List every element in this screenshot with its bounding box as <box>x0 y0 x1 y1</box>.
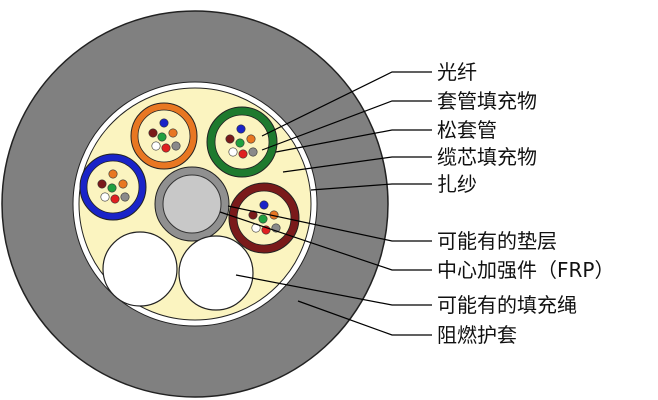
central-strength-member <box>162 174 222 234</box>
leader-central-member <box>219 211 432 271</box>
leader-flame-retardant-sheath <box>297 300 432 336</box>
label-possible-filler-rope: 可能有的填充绳 <box>437 293 577 317</box>
label-core-filling: 缆芯填充物 <box>437 145 537 169</box>
label-loose-tube: 松套管 <box>437 118 497 142</box>
leader-binder-yarn <box>310 183 432 191</box>
leader-tube-filling <box>261 100 432 151</box>
fibers-blue-tube <box>97 169 130 204</box>
label-central-member: 中心加强件（FRP） <box>437 258 614 282</box>
leader-loose-tube <box>275 129 432 153</box>
filler-rope-left <box>102 231 178 307</box>
leader-core-filling <box>282 156 432 173</box>
leader-possible-filler-rope <box>235 274 432 306</box>
label-fiber: 光纤 <box>437 60 477 84</box>
label-tube-filling: 套管填充物 <box>437 89 537 113</box>
label-flame-retardant-sheath: 阻燃护套 <box>437 323 517 347</box>
leader-fiber <box>261 71 432 137</box>
leader-possible-bedding <box>227 205 432 242</box>
fibers-green-tube <box>225 124 258 159</box>
filler-rope-right <box>178 235 254 311</box>
fibers-orange-tube <box>148 118 181 153</box>
fibers-brown-tube <box>248 200 281 235</box>
label-binder-yarn: 扎纱 <box>437 172 477 196</box>
label-possible-bedding: 可能有的垫层 <box>437 229 557 253</box>
